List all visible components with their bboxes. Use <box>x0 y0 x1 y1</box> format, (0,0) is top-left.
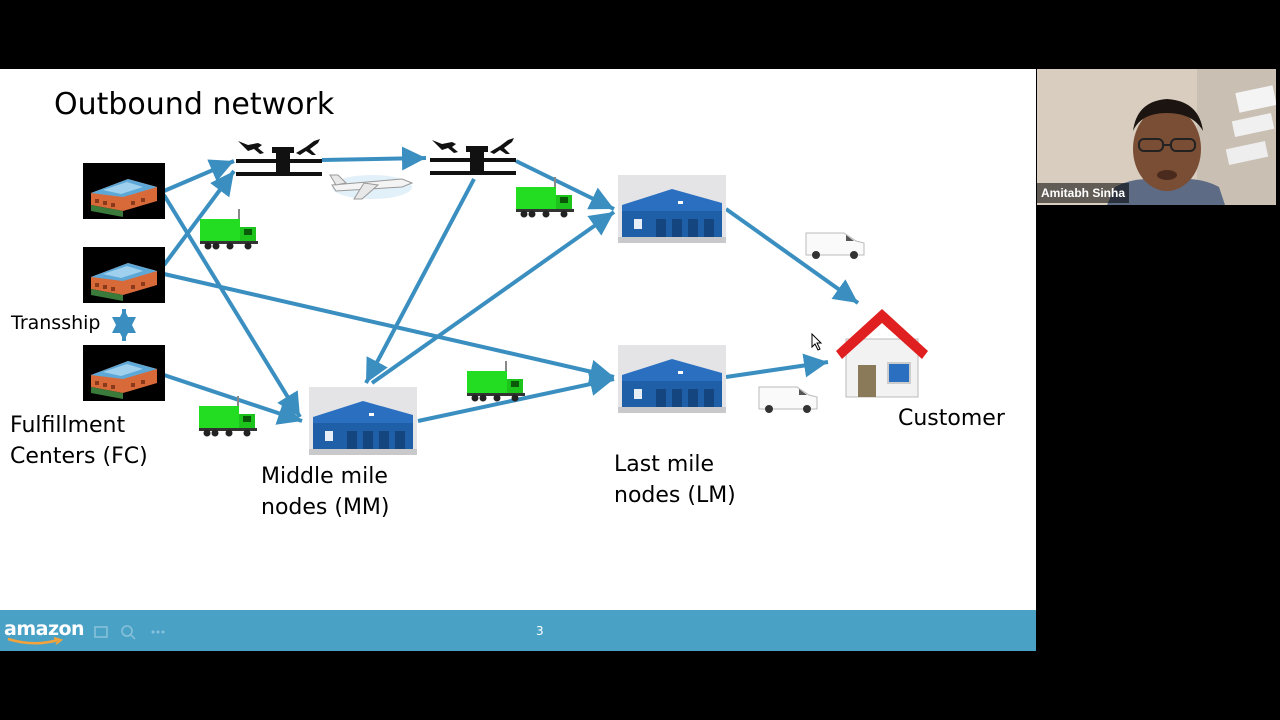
arrow-lm2-customer <box>725 353 829 379</box>
page-number: 3 <box>536 624 544 638</box>
arrow-airport2-lm1 <box>515 159 615 211</box>
van-icon <box>805 232 865 260</box>
network-arrows <box>112 146 860 425</box>
amazon-logo: amazon <box>4 618 86 648</box>
slide-footer: amazon 3 <box>0 610 1036 651</box>
arrow-fc1-airport1 <box>163 159 235 193</box>
network-diagram <box>83 138 928 455</box>
arrow-fc1-mm <box>162 193 302 419</box>
arrow-fc3-mm <box>163 373 303 425</box>
warehouse-icon <box>83 163 165 219</box>
arrow-airport2-mm <box>364 178 476 384</box>
house-icon <box>836 309 928 398</box>
warehouse-icon <box>83 247 165 303</box>
truck-icon <box>467 361 525 402</box>
airport-icon <box>430 138 516 175</box>
customer-label: Customer <box>898 406 1005 431</box>
warehouse-icon <box>618 175 726 243</box>
airplane-icon <box>329 174 414 200</box>
arrow-lm1-customer <box>724 207 860 305</box>
van-icon <box>758 386 818 414</box>
cursor-icon <box>811 333 823 351</box>
arrow-airport1-airport2 <box>321 146 427 171</box>
zoom-icon[interactable] <box>120 624 136 640</box>
arrow-mm-lm1 <box>370 210 616 385</box>
truck-icon <box>200 209 258 250</box>
airport-icon <box>236 139 322 176</box>
presenter-video[interactable] <box>1037 69 1276 205</box>
amazon-smile-icon <box>7 637 64 645</box>
middle-mile-label: Middle mile nodes (MM) <box>261 464 390 520</box>
slides-icon[interactable] <box>93 624 109 640</box>
transship-label: Transship <box>11 312 101 334</box>
slide: Outbound network Transship Fulfillment C… <box>0 69 1036 651</box>
fulfillment-centers-label: Fulfillment Centers (FC) <box>10 413 148 469</box>
arrow-fc2-airport1 <box>162 169 236 267</box>
presenter-video-frame <box>1037 69 1276 205</box>
warehouse-icon <box>83 345 165 401</box>
amazon-logo-text: amazon <box>4 618 85 640</box>
warehouse-icon <box>618 345 726 413</box>
last-mile-label: Last mile nodes (LM) <box>614 452 736 508</box>
warehouse-icon <box>309 387 417 455</box>
arrow-fc2-lm2 <box>163 272 615 384</box>
slide-title: Outbound network <box>54 87 335 122</box>
participant-name: Amitabh Sinha <box>1037 183 1130 203</box>
more-options-icon[interactable] <box>150 624 166 640</box>
